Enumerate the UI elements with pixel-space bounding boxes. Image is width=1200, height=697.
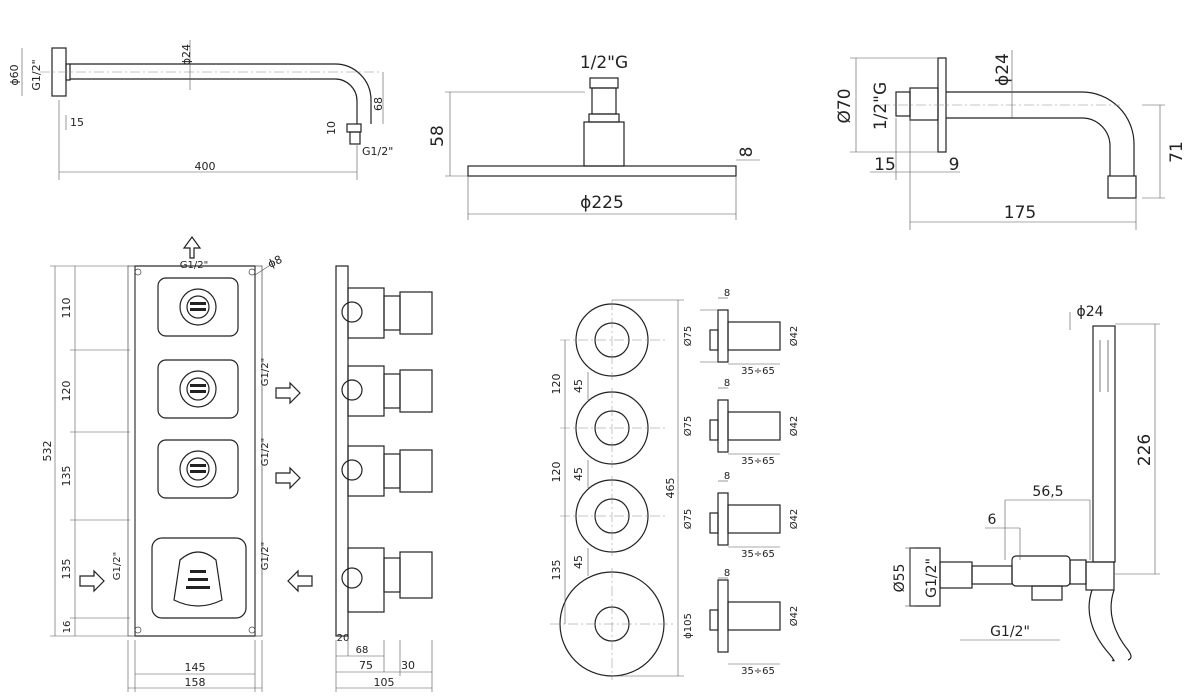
- plate-offset-2: 45: [572, 467, 585, 481]
- hand-shower-length: 226: [1135, 434, 1155, 466]
- arm-long-end-thread: G1/2": [362, 145, 393, 158]
- arm-long-tube-diameter: ϕ24: [180, 44, 193, 65]
- mixer-segment-4: 135: [60, 559, 73, 580]
- wall-outlet-depth: 56,5: [1032, 484, 1063, 500]
- arm-long-wall-thread: G1/2": [30, 59, 43, 90]
- arm-long-length: 400: [195, 160, 216, 173]
- hose-connection-thread: G1/2": [990, 624, 1030, 640]
- handle-3-top: 8: [724, 471, 730, 482]
- arm-short-flange-diameter: Ø70: [835, 88, 855, 123]
- mixer-inner-width: 145: [185, 661, 206, 674]
- mixer-inlet-left-thread: G1/2": [112, 552, 123, 580]
- mixer-side-depth: 105: [374, 676, 395, 689]
- plate-spacing-1: 120: [550, 374, 563, 395]
- arm-long-flange-depth: 15: [70, 116, 84, 129]
- arm-short-thread: 1/2"G: [871, 82, 891, 130]
- mixer-body-front-drawing: [50, 235, 313, 692]
- handle-1-knob-diameter: Ø42: [788, 326, 800, 347]
- shower-arm-long-drawing: [21, 40, 384, 180]
- handle-4-plate-diameter: ϕ105: [683, 613, 694, 639]
- handle-2-plate-diameter: Ø75: [682, 416, 694, 437]
- wall-outlet-flange-diameter: Ø55: [892, 564, 908, 593]
- plate-total-height: 465: [664, 478, 677, 499]
- arm-short-flange-depth: 15: [874, 155, 896, 175]
- mixer-side-d2: 68: [356, 645, 369, 656]
- shower-head-height: 58: [428, 125, 448, 147]
- plate-offset-3: 45: [572, 555, 585, 569]
- handle-1-plate-diameter: Ø75: [682, 326, 694, 347]
- mixer-outlet-side-thread-2: G1/2": [260, 438, 271, 466]
- handle-2-knob-diameter: Ø42: [788, 416, 800, 437]
- mixer-outlet-side-thread-1: G1/2": [260, 358, 271, 386]
- handle-4-knob-diameter: Ø42: [788, 606, 800, 627]
- plate-spacing-2: 120: [550, 462, 563, 483]
- mixer-body-side-drawing: [335, 265, 433, 692]
- arm-long-end-length: 10: [325, 121, 338, 135]
- shower-arm-short-drawing: [850, 50, 1165, 230]
- handle-1-range: 35÷65: [741, 366, 775, 377]
- mixer-segment-1: 110: [60, 298, 73, 319]
- handle-side-views: [700, 297, 781, 665]
- mixer-segment-2: 120: [60, 381, 73, 402]
- handle-4-range: 35÷65: [741, 666, 775, 677]
- mixer-side-d3: 75: [359, 659, 373, 672]
- handle-2-top: 8: [724, 378, 730, 389]
- mixer-hole-diameter: ϕ8: [266, 253, 284, 271]
- shower-head-diameter: ϕ225: [580, 193, 624, 213]
- arm-short-length: 175: [1004, 203, 1036, 223]
- plate-offset-1: 45: [572, 379, 585, 393]
- arm-long-drop: 68: [372, 97, 385, 111]
- handle-3-range: 35÷65: [741, 549, 775, 560]
- faceplate-drawing: [550, 299, 684, 680]
- handle-1-top: 8: [724, 288, 730, 299]
- mixer-segment-3: 135: [60, 466, 73, 487]
- hand-shower-drawing: [905, 312, 1160, 662]
- shower-head-thickness: 8: [737, 147, 757, 158]
- handle-4-top: 8: [724, 568, 730, 579]
- shower-head-thread: 1/2"G: [580, 53, 628, 73]
- mixer-total-height: 532: [41, 441, 54, 462]
- plate-spacing-3: 135: [550, 560, 563, 581]
- mixer-outer-width: 158: [185, 676, 206, 689]
- mixer-side-d4: 30: [401, 659, 415, 672]
- arm-long-flange-diameter: ϕ60: [8, 64, 21, 85]
- handle-3-plate-diameter: Ø75: [682, 509, 694, 530]
- mixer-outlet-top-thread: G1/2": [180, 260, 208, 271]
- arm-short-drop: 71: [1167, 141, 1187, 163]
- handle-2-range: 35÷65: [741, 456, 775, 467]
- wall-outlet-thread: G1/2": [924, 558, 940, 598]
- wall-outlet-flange-depth: 6: [988, 512, 997, 528]
- shower-head-drawing: [445, 77, 760, 220]
- hose-diameter: ϕ24: [1076, 304, 1103, 320]
- arm-short-tube-diameter: ϕ24: [993, 53, 1013, 86]
- mixer-side-d1: 20: [337, 633, 350, 644]
- mixer-inlet-right-thread: G1/2": [260, 542, 271, 570]
- mixer-segment-5: 16: [62, 621, 73, 634]
- handle-3-knob-diameter: Ø42: [788, 509, 800, 530]
- arm-short-gap: 9: [949, 155, 960, 175]
